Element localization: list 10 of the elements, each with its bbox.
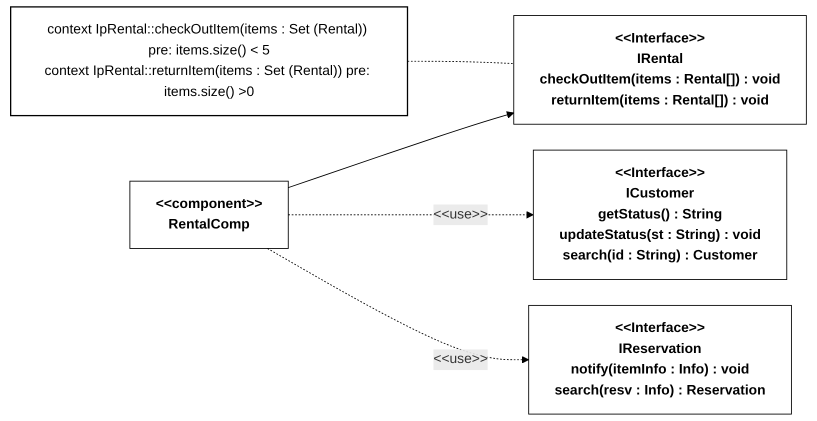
node-box: <<Interface>> IRental checkOutItem(items : Rental[]) : void returnItem(items : Rental[]) : void xyxy=(513,15,807,125)
arrow xyxy=(288,111,514,188)
node-box: <<Interface>> IReservation notify(itemInfo : Info) : void search(resv : Info) : Reservation xyxy=(528,304,792,415)
arrow xyxy=(267,248,530,364)
node-box: <<component>> RentalComp xyxy=(129,180,289,249)
edge-label: <<use>> xyxy=(433,352,488,367)
connector xyxy=(407,60,514,64)
node-box: <<Interface>> ICustomer getStatus() : String updateStatus(st : String) : void search(id : String) : Customer xyxy=(532,150,788,280)
edge-label: <<use>> xyxy=(433,207,488,222)
node-box: context IpRental::checkOutItem(items : Set (Rental)) pre: items.size() < 5 context IpRental::returnItem(items : Set (Rental)) pre: items.size() >0 xyxy=(10,6,408,116)
